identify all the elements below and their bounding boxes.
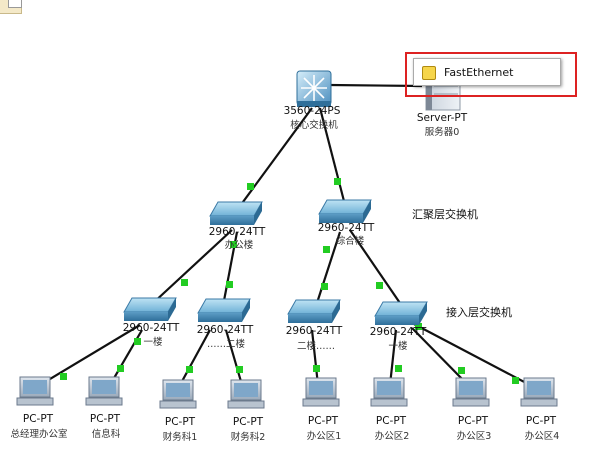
port-led bbox=[186, 366, 193, 373]
access-switch-4-name: 一楼 bbox=[388, 341, 408, 352]
pc-icons bbox=[16, 376, 558, 409]
access-switch-4-icon[interactable] bbox=[374, 301, 428, 325]
port-indicators bbox=[60, 178, 519, 384]
highlight-box bbox=[405, 52, 577, 97]
tooltip-text: FastEthernet bbox=[444, 66, 514, 79]
core-switch-name: 核心交换机 bbox=[290, 120, 338, 131]
server-model: Server-PT bbox=[416, 112, 468, 124]
port-led bbox=[415, 323, 422, 330]
pc-icon[interactable] bbox=[159, 379, 197, 409]
pc-4-model: PC-PT bbox=[232, 416, 264, 428]
pc-7-model: PC-PT bbox=[457, 415, 489, 427]
pc-7-name: 办公区3 bbox=[456, 431, 492, 442]
aggregation-layer-label: 汇聚层交换机 bbox=[412, 208, 478, 221]
pc-6-model: PC-PT bbox=[375, 415, 407, 427]
pc-1-model: PC-PT bbox=[22, 413, 54, 425]
link-acc3-pc5[interactable] bbox=[310, 329, 320, 386]
agg-switch-2-model: 2960-24TT bbox=[317, 222, 375, 234]
access-switch-2-name: ……二楼 bbox=[206, 339, 246, 350]
port-led bbox=[334, 178, 341, 185]
pc-icon[interactable] bbox=[16, 376, 54, 406]
link-agg1-acc1[interactable] bbox=[151, 229, 233, 305]
access-switch-3-model: 2960-24TT bbox=[285, 325, 343, 337]
access-switch-2-icon[interactable] bbox=[197, 298, 251, 322]
access-switch-4-model: 2960-24TT bbox=[369, 326, 427, 338]
agg-switch-2-name: 综合楼 bbox=[335, 236, 365, 247]
access-switch-1-icon[interactable] bbox=[123, 297, 177, 321]
core-switch-icon[interactable] bbox=[296, 70, 332, 107]
pc-3-name: 财务科1 bbox=[162, 432, 198, 443]
pc-icon[interactable] bbox=[452, 377, 490, 407]
pc-6-name: 办公区2 bbox=[374, 431, 410, 442]
access-switch-3-icon[interactable] bbox=[287, 299, 341, 323]
access-switch-1-model: 2960-24TT bbox=[122, 322, 180, 334]
link-core-agg2[interactable] bbox=[318, 107, 347, 206]
port-led bbox=[321, 283, 328, 290]
port-led bbox=[226, 281, 233, 288]
pc-4-name: 财务科2 bbox=[230, 432, 266, 443]
core-switch-model: 3560-24PS bbox=[283, 105, 341, 117]
pc-5-name: 办公区1 bbox=[306, 431, 342, 442]
link-agg2-acc4[interactable] bbox=[349, 229, 403, 307]
port-led bbox=[230, 241, 237, 248]
pc-icon[interactable] bbox=[302, 377, 340, 407]
port-led bbox=[60, 373, 67, 380]
port-led bbox=[247, 183, 254, 190]
link-acc2-pc4[interactable] bbox=[224, 329, 244, 386]
agg-switch-2-icon[interactable] bbox=[318, 199, 372, 223]
port-led bbox=[323, 246, 330, 253]
access-switch-1-name: 一楼 bbox=[143, 337, 163, 348]
link-acc4-pc6[interactable] bbox=[388, 329, 398, 386]
port-led bbox=[134, 338, 141, 345]
access-switch-3-name: 二楼…… bbox=[296, 341, 336, 352]
access-layer-label: 接入层交换机 bbox=[446, 306, 512, 319]
port-led bbox=[313, 365, 320, 372]
port-led bbox=[181, 279, 188, 286]
port-icon bbox=[422, 66, 436, 80]
pc-8-name: 办公区4 bbox=[524, 431, 560, 442]
pc-5-model: PC-PT bbox=[307, 415, 339, 427]
agg-switch-1-model: 2960-24TT bbox=[208, 226, 266, 238]
pc-1-name: 总经理办公室 bbox=[10, 429, 68, 440]
port-led bbox=[376, 282, 383, 289]
pc-8-model: PC-PT bbox=[525, 415, 557, 427]
access-switch-2-model: 2960-24TT bbox=[196, 324, 254, 336]
link-acc1-pc1[interactable] bbox=[39, 324, 141, 386]
server-name: 服务器0 bbox=[424, 127, 460, 138]
link-acc4-pc8[interactable] bbox=[413, 323, 531, 386]
pc-3-model: PC-PT bbox=[164, 416, 196, 428]
pc-icon[interactable] bbox=[85, 376, 123, 406]
pc-icon[interactable] bbox=[227, 379, 265, 409]
port-led bbox=[512, 377, 519, 384]
port-led bbox=[236, 366, 243, 373]
agg-switch-1-icon[interactable] bbox=[209, 201, 263, 225]
port-tooltip: FastEthernet bbox=[413, 58, 561, 86]
agg-switch-1-name: 办公楼 bbox=[224, 240, 254, 251]
pc-2-name: 信息科 bbox=[91, 429, 121, 440]
port-led bbox=[117, 365, 124, 372]
workspace-corner-icon bbox=[8, 0, 22, 8]
port-led bbox=[458, 367, 465, 374]
pc-icon[interactable] bbox=[520, 377, 558, 407]
pc-2-model: PC-PT bbox=[89, 413, 121, 425]
link-acc2-pc3[interactable] bbox=[179, 329, 211, 386]
link-acc4-pc7[interactable] bbox=[411, 327, 469, 386]
port-led bbox=[395, 365, 402, 372]
pc-icon[interactable] bbox=[370, 377, 408, 407]
link-agg2-acc3[interactable] bbox=[314, 231, 342, 307]
links bbox=[39, 83, 531, 386]
